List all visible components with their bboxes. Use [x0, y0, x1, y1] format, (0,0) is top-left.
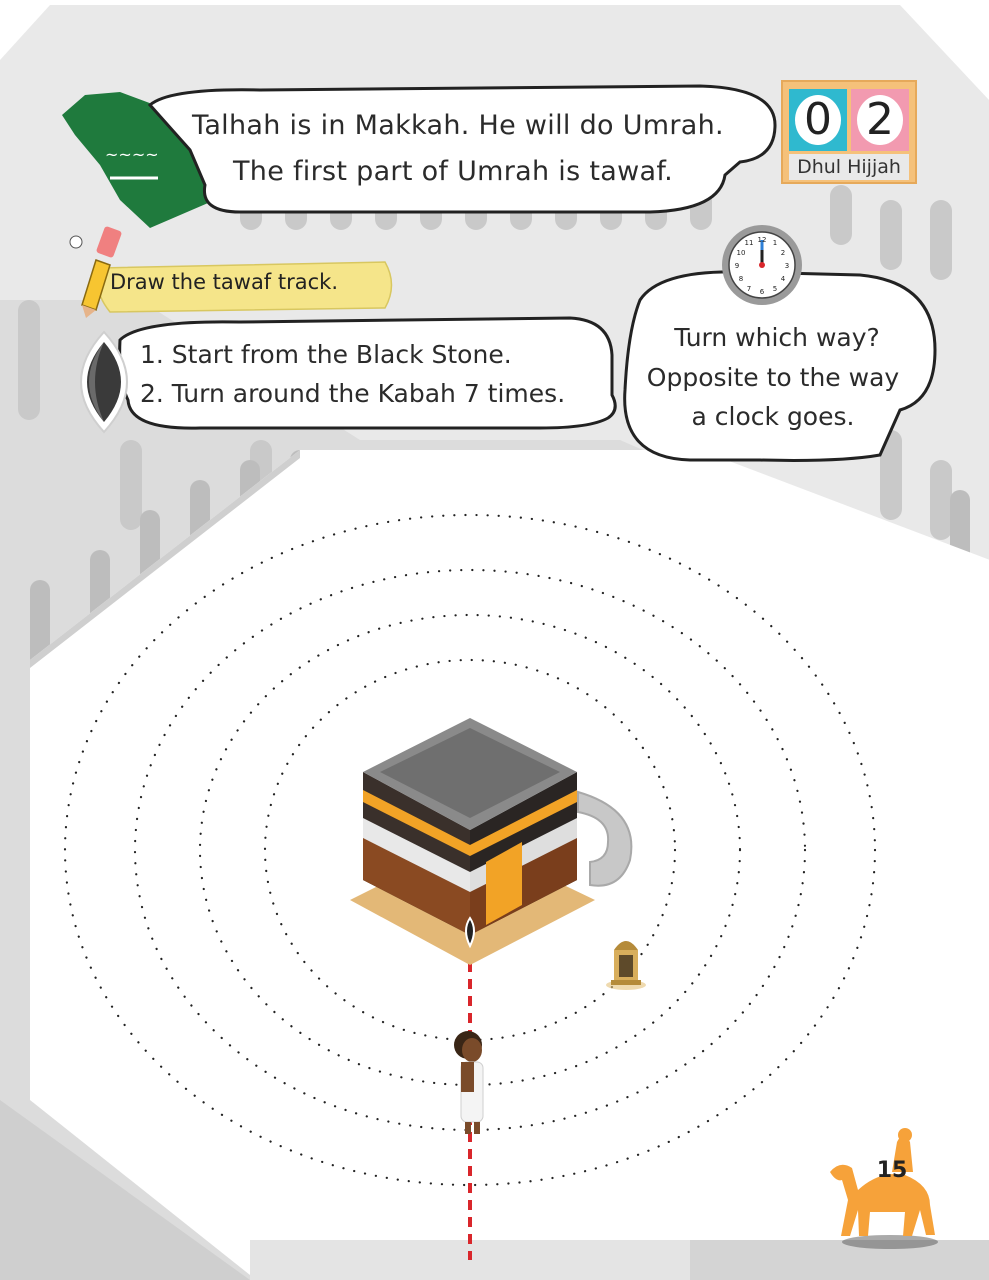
clock-number-4: 4	[781, 275, 786, 283]
date-digit-ones: 2	[851, 89, 909, 151]
steps-bubble	[118, 316, 617, 430]
black-stone-icon	[80, 330, 128, 434]
tawaf-track-4[interactable]	[63, 513, 877, 1187]
clock-number-12: 12	[758, 236, 767, 244]
kabah-icon	[350, 718, 633, 965]
intro-line-2: The first part of Umrah is tawaf.	[233, 156, 674, 187]
direction-line-2: Opposite to the way	[646, 363, 900, 392]
pilgrim-boy-icon	[454, 1031, 484, 1134]
clock-number-11: 11	[745, 239, 754, 247]
intro-bubble	[147, 84, 777, 214]
clock-number-10: 10	[737, 249, 746, 257]
pencil-mascot-icon	[69, 226, 122, 318]
clock-number-8: 8	[739, 275, 743, 283]
camel-rider-icon	[830, 1128, 938, 1249]
date-digit-2-text: 2	[857, 95, 903, 145]
date-card: 0 2 Dhul Hijjah	[781, 80, 917, 184]
clock-icon: 12 1 2 3 4 5 6 7 8 9 10 11	[722, 225, 802, 305]
direction-line-3: a clock goes.	[691, 402, 855, 431]
clock-number-5: 5	[773, 285, 777, 293]
date-digit-tens: 0	[789, 89, 847, 151]
date-month: Dhul Hijjah	[789, 154, 909, 180]
clock-number-6: 6	[760, 288, 765, 296]
clock-number-3: 3	[785, 262, 789, 270]
page-number: 15	[876, 1158, 908, 1183]
svg-text:~~~~: ~~~~	[105, 145, 159, 164]
clock-number-9: 9	[735, 262, 739, 270]
clock-number-2: 2	[781, 249, 785, 257]
clock-number-7: 7	[747, 285, 751, 293]
direction-line-1: Turn which way?	[674, 323, 880, 352]
step-1: 1. Start from the Black Stone.	[140, 340, 512, 369]
clock-number-1: 1	[773, 239, 777, 247]
tawaf-track-3[interactable]	[133, 568, 807, 1132]
lantern-icon	[606, 941, 646, 990]
instruction-label: Draw the tawaf track.	[110, 270, 338, 294]
intro-line-1: Talhah is in Makkah. He will do Umrah.	[192, 110, 724, 141]
step-2: 2. Turn around the Kabah 7 times.	[140, 379, 566, 408]
tawaf-track-2[interactable]	[198, 613, 742, 1087]
date-digit-1-text: 0	[795, 95, 841, 145]
